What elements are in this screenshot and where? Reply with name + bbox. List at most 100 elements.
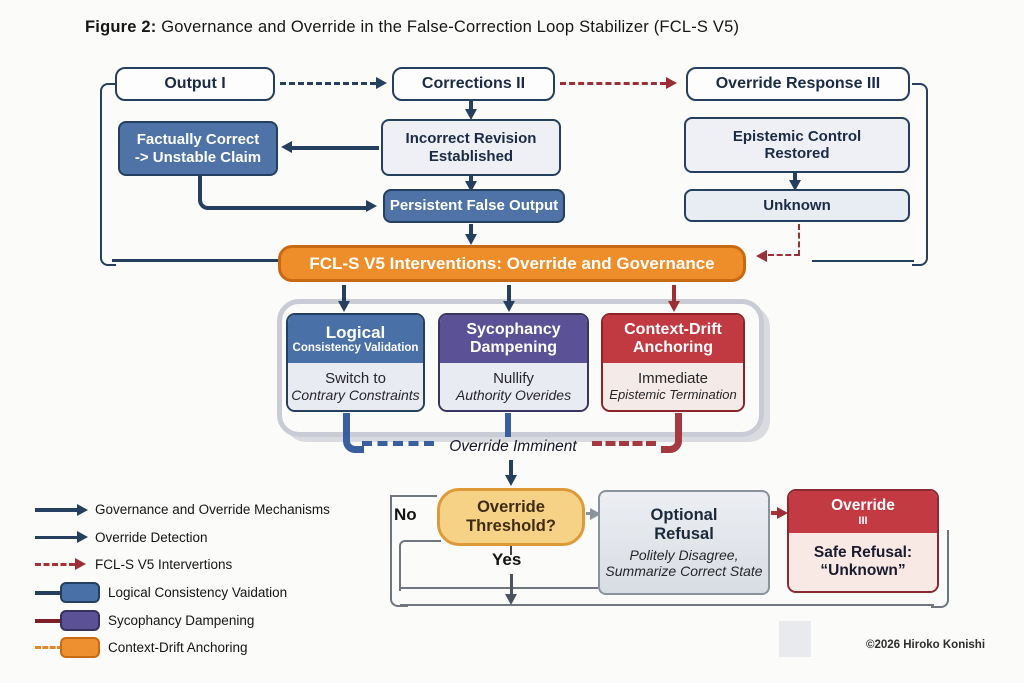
connector-threshold-optional: [586, 512, 592, 515]
card-logical-title2: Consistency Validation: [292, 342, 419, 355]
node-corrections: Corrections II: [392, 67, 555, 101]
card-context-body1: Immediate: [637, 370, 709, 388]
loop-bottom: [400, 604, 934, 606]
arrowhead-into-banner: [756, 250, 767, 262]
node-output: Output I: [115, 67, 275, 101]
override3-header: Override III: [789, 491, 937, 533]
arrowhead-incorrect-revision: [465, 109, 477, 120]
optional-line2: Refusal: [654, 524, 714, 543]
elbow-factual-to-persistent: [198, 176, 370, 210]
override3-line1: Override: [831, 497, 895, 515]
dashed-unknown-left: [768, 254, 800, 256]
copyright-text: ©2026 Hiroko Konishi: [866, 639, 986, 651]
banner-label: FCL-S V5 Interventions: Override and Gov…: [309, 253, 715, 273]
legend-label-governance: Governance and Override Mechanisms: [95, 502, 330, 517]
legend-label-interventions: FCL-S V5 Intervertions: [95, 557, 233, 572]
card-sycophancy-body1: Nullify: [493, 369, 534, 387]
banner-interventions: FCL-S V5 Interventions: Override and Gov…: [278, 245, 746, 282]
card-logical-title1: Logical: [325, 323, 386, 343]
yes-label: Yes: [492, 550, 522, 569]
interventions-container: [277, 299, 764, 437]
legend-line-context: [35, 646, 63, 649]
legend-swatch-logical: [60, 582, 100, 603]
node-override-threshold: Override Threshold?: [437, 488, 585, 546]
legend-swatch-sycophancy: [60, 610, 100, 631]
figure-title: Figure 2: Governance and Override in the…: [85, 18, 739, 37]
connector-banner-context: [672, 285, 676, 303]
right-loop-bracket: [912, 83, 928, 266]
left-loop-bracket: [100, 83, 116, 266]
connector-optional-override3: [771, 511, 779, 515]
card-context-header: Context-Drift Anchoring: [603, 315, 743, 363]
card-logical-body2: Contrary Constraints: [291, 387, 420, 404]
override3-body1: Safe Refusal:: [813, 544, 913, 562]
blue-tick-sycophancy: [505, 413, 511, 437]
card-context-drift: Context-Drift Anchoring Immediate Episte…: [601, 313, 745, 412]
card-sycophancy-title1: Sycophancy: [466, 321, 561, 339]
figure-title-prefix: Figure 2:: [85, 18, 157, 36]
override3-line2: III: [858, 514, 868, 527]
legend-swatch-context: [60, 637, 100, 658]
card-sycophancy-body2: Authority Overides: [455, 387, 572, 404]
card-sycophancy-header: Sycophancy Dampening: [440, 315, 587, 363]
connector-revision-down: [469, 176, 473, 182]
arrowhead-optional: [590, 508, 601, 520]
persistent-false-label: Persistent False Output: [389, 197, 559, 215]
left-loop-horizontal: [112, 259, 278, 262]
right-loop-horizontal: [812, 260, 914, 262]
connector-revision-to-factual: [292, 146, 379, 150]
card-logical-consistency: Logical Consistency Validation Switch to…: [286, 313, 425, 412]
epistemic-control-line2: Restored: [764, 145, 830, 162]
blue-elbow-logical: [343, 413, 364, 453]
arrowhead-logical: [338, 301, 350, 312]
node-output-label: Output I: [164, 74, 226, 92]
epistemic-control-line1: Epistemic Control: [732, 127, 862, 145]
arrowhead-persistent-left: [366, 200, 377, 212]
connector-persistent-down: [469, 224, 473, 236]
card-sycophancy-body: Nullify Authority Overides: [440, 363, 587, 410]
yes-loop-horizontal: [399, 587, 598, 589]
node-unknown: Unknown: [684, 189, 910, 222]
incorrect-revision-line1: Incorrect Revision: [405, 130, 537, 148]
node-corrections-label: Corrections II: [421, 74, 526, 92]
node-epistemic-control: Epistemic Control Restored: [684, 117, 910, 173]
arrowhead-context: [668, 301, 680, 312]
arrowhead-yes: [505, 594, 517, 605]
connector-banner-sycophancy: [507, 285, 511, 303]
threshold-line1: Override: [477, 498, 545, 517]
incorrect-revision-line2: Established: [428, 147, 514, 165]
dashed-connector-corrections-override: [560, 82, 666, 85]
card-context-body2: Epistemic Termination: [609, 386, 737, 402]
red-elbow-context: [661, 413, 682, 453]
arrowhead-to-override-response: [666, 77, 677, 89]
factually-correct-line2: -> Unstable Claim: [134, 148, 262, 166]
no-loop-inner: [399, 540, 441, 591]
legend-arrowhead-interventions: [75, 558, 86, 570]
legend-label-logical: Logical Consistency Vaidation: [108, 585, 288, 600]
yes-arrow-line: [510, 574, 513, 596]
connector-epistemic-down: [793, 173, 797, 181]
card-context-title2: Anchoring: [633, 339, 713, 356]
arrowhead-persistent-false: [465, 181, 477, 192]
threshold-line2: Threshold?: [466, 517, 556, 535]
card-context-body: Immediate Epistemic Termination: [603, 363, 743, 410]
threshold-down-tick: [510, 546, 512, 555]
legend-line-logical: [35, 591, 63, 595]
card-logical-body: Switch to Contrary Constraints: [288, 363, 423, 410]
node-incorrect-revision: Incorrect Revision Established: [381, 119, 561, 176]
no-loop-top: [391, 495, 437, 497]
optional-italic2: Summarize Correct State: [605, 562, 763, 579]
no-label: No: [394, 505, 417, 524]
override3-body2: “Unknown”: [820, 562, 906, 579]
legend-line-detection: [35, 536, 79, 539]
node-override-response-label: Override Response III: [715, 74, 881, 92]
card-logical-body1: Switch to: [325, 369, 386, 387]
override-imminent-label: Override Imminent: [449, 438, 577, 455]
dashed-unknown-down: [798, 224, 800, 256]
card-sycophancy-dampening: Sycophancy Dampening Nullify Authority O…: [438, 313, 589, 412]
legend-label-detection: Override Detection: [95, 530, 208, 545]
arrowhead-to-corrections: [376, 77, 387, 89]
arrowhead-override3: [777, 507, 788, 519]
card-logical-header: Logical Consistency Validation: [288, 315, 423, 363]
